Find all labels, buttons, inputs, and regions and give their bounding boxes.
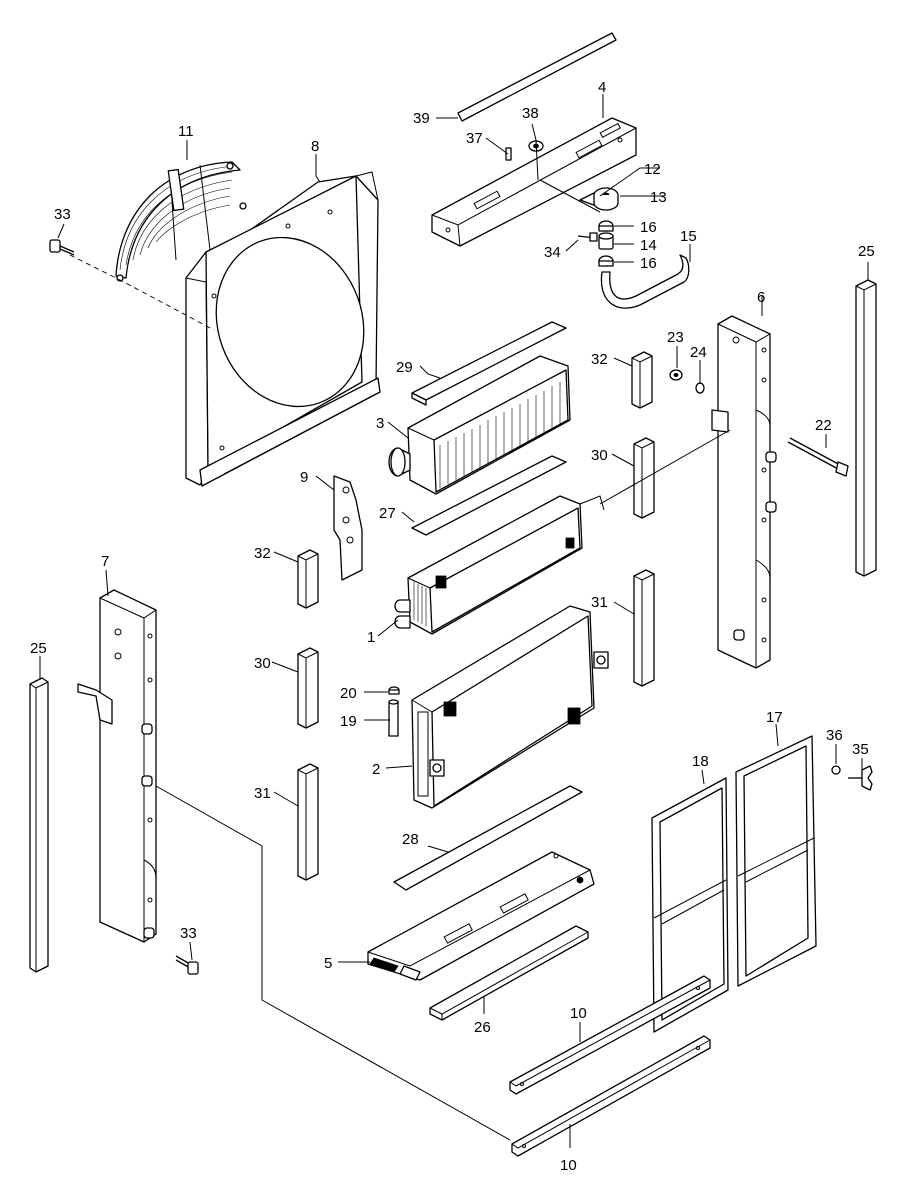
callout-23: 23 (667, 329, 684, 346)
part-25-strip-left (29, 677, 49, 973)
callout-7: 7 (101, 553, 109, 570)
part-8-fan-shroud (185, 171, 381, 487)
part-32-block-right (631, 351, 653, 409)
callout-4: 4 (598, 79, 606, 96)
part-36-washer (831, 765, 841, 775)
part-30-block-left (297, 647, 319, 729)
part-26-strip (429, 925, 589, 1021)
callout-26: 26 (474, 1019, 491, 1036)
callout-6: 6 (757, 289, 765, 306)
part-13-cap (593, 187, 619, 211)
part-2-radiator (411, 605, 609, 809)
callout-22: 22 (815, 417, 832, 434)
part-23-nut (669, 369, 683, 381)
callout-35: 35 (852, 741, 869, 758)
part-34-bolt (577, 232, 598, 242)
callout-18: 18 (692, 753, 709, 770)
part-29-seal (411, 321, 567, 406)
part-14-hose-sleeve (598, 232, 614, 250)
part-17-screen (735, 735, 817, 987)
part-24-washer (695, 382, 705, 394)
part-9-bracket (333, 475, 363, 581)
callout-28: 28 (402, 831, 419, 848)
part-37-pin (505, 147, 512, 161)
callout-13: 13 (650, 189, 667, 206)
callout-33a: 33 (54, 206, 71, 223)
part-4-upper-bracket (431, 117, 637, 247)
callout-32b: 32 (254, 545, 271, 562)
part-39-strip (457, 32, 617, 122)
part-20-nut (388, 686, 400, 695)
callout-37: 37 (466, 130, 483, 147)
callout-39: 39 (413, 110, 430, 127)
part-3-intercooler (388, 355, 571, 495)
callout-30a: 30 (591, 447, 608, 464)
callout-3: 3 (376, 415, 384, 432)
callout-19: 19 (340, 713, 357, 730)
callout-14: 14 (640, 237, 657, 254)
part-32-block-left (297, 549, 319, 609)
callout-16b: 16 (640, 255, 657, 272)
callout-10a: 10 (570, 1005, 587, 1022)
part-16-clamp-upper (598, 220, 614, 232)
callout-10b: 10 (560, 1157, 577, 1174)
callout-11: 11 (178, 123, 194, 140)
callout-36: 36 (826, 727, 843, 744)
callout-25b: 25 (30, 640, 47, 657)
callout-5: 5 (324, 955, 332, 972)
part-28-seal (393, 785, 583, 891)
part-19-pipe (388, 699, 399, 737)
part-33-bolt-upper (49, 239, 75, 256)
part-7-left-column (77, 589, 157, 943)
part-31-block-right (633, 569, 655, 687)
part-15-hose (600, 254, 690, 309)
callout-12: 12 (644, 161, 661, 178)
part-6-right-column (711, 315, 777, 669)
part-27-seal (411, 455, 567, 536)
callout-20: 20 (340, 685, 357, 702)
part-33-bolt-lower (175, 955, 199, 975)
callout-25a: 25 (858, 243, 875, 260)
callout-38: 38 (522, 105, 539, 122)
callout-34: 34 (544, 244, 561, 261)
part-31-block-left (297, 763, 319, 881)
part-16-clamp-lower (598, 255, 614, 267)
part-22-bolt (787, 437, 849, 477)
callout-30b: 30 (254, 655, 271, 672)
callout-29: 29 (396, 359, 413, 376)
part-30-block-right (633, 437, 655, 519)
callout-15: 15 (680, 228, 697, 245)
part-10-rail-lower (511, 1035, 711, 1157)
callout-17: 17 (766, 709, 783, 726)
callout-31b: 31 (254, 785, 271, 802)
callout-9: 9 (300, 469, 308, 486)
part-1-oil-cooler (394, 495, 605, 635)
callout-8: 8 (311, 138, 319, 155)
callout-labels: 39 4 37 38 12 13 16 14 16 34 15 11 8 33 … (30, 79, 875, 1174)
part-5-lower-bracket (367, 851, 595, 981)
callout-27: 27 (379, 505, 396, 522)
callout-16a: 16 (640, 219, 657, 236)
leader-lines (39, 94, 869, 1148)
part-25-strip-right (855, 279, 877, 577)
callout-32a: 32 (591, 351, 608, 368)
callout-1: 1 (367, 629, 375, 646)
callout-24: 24 (690, 344, 707, 361)
callout-33b: 33 (180, 925, 197, 942)
part-18-screen (651, 777, 729, 1033)
part-35-wing-bolt (848, 765, 873, 791)
callout-2: 2 (372, 761, 380, 778)
part-10-rail-upper (509, 975, 711, 1095)
callout-31a: 31 (591, 594, 608, 611)
